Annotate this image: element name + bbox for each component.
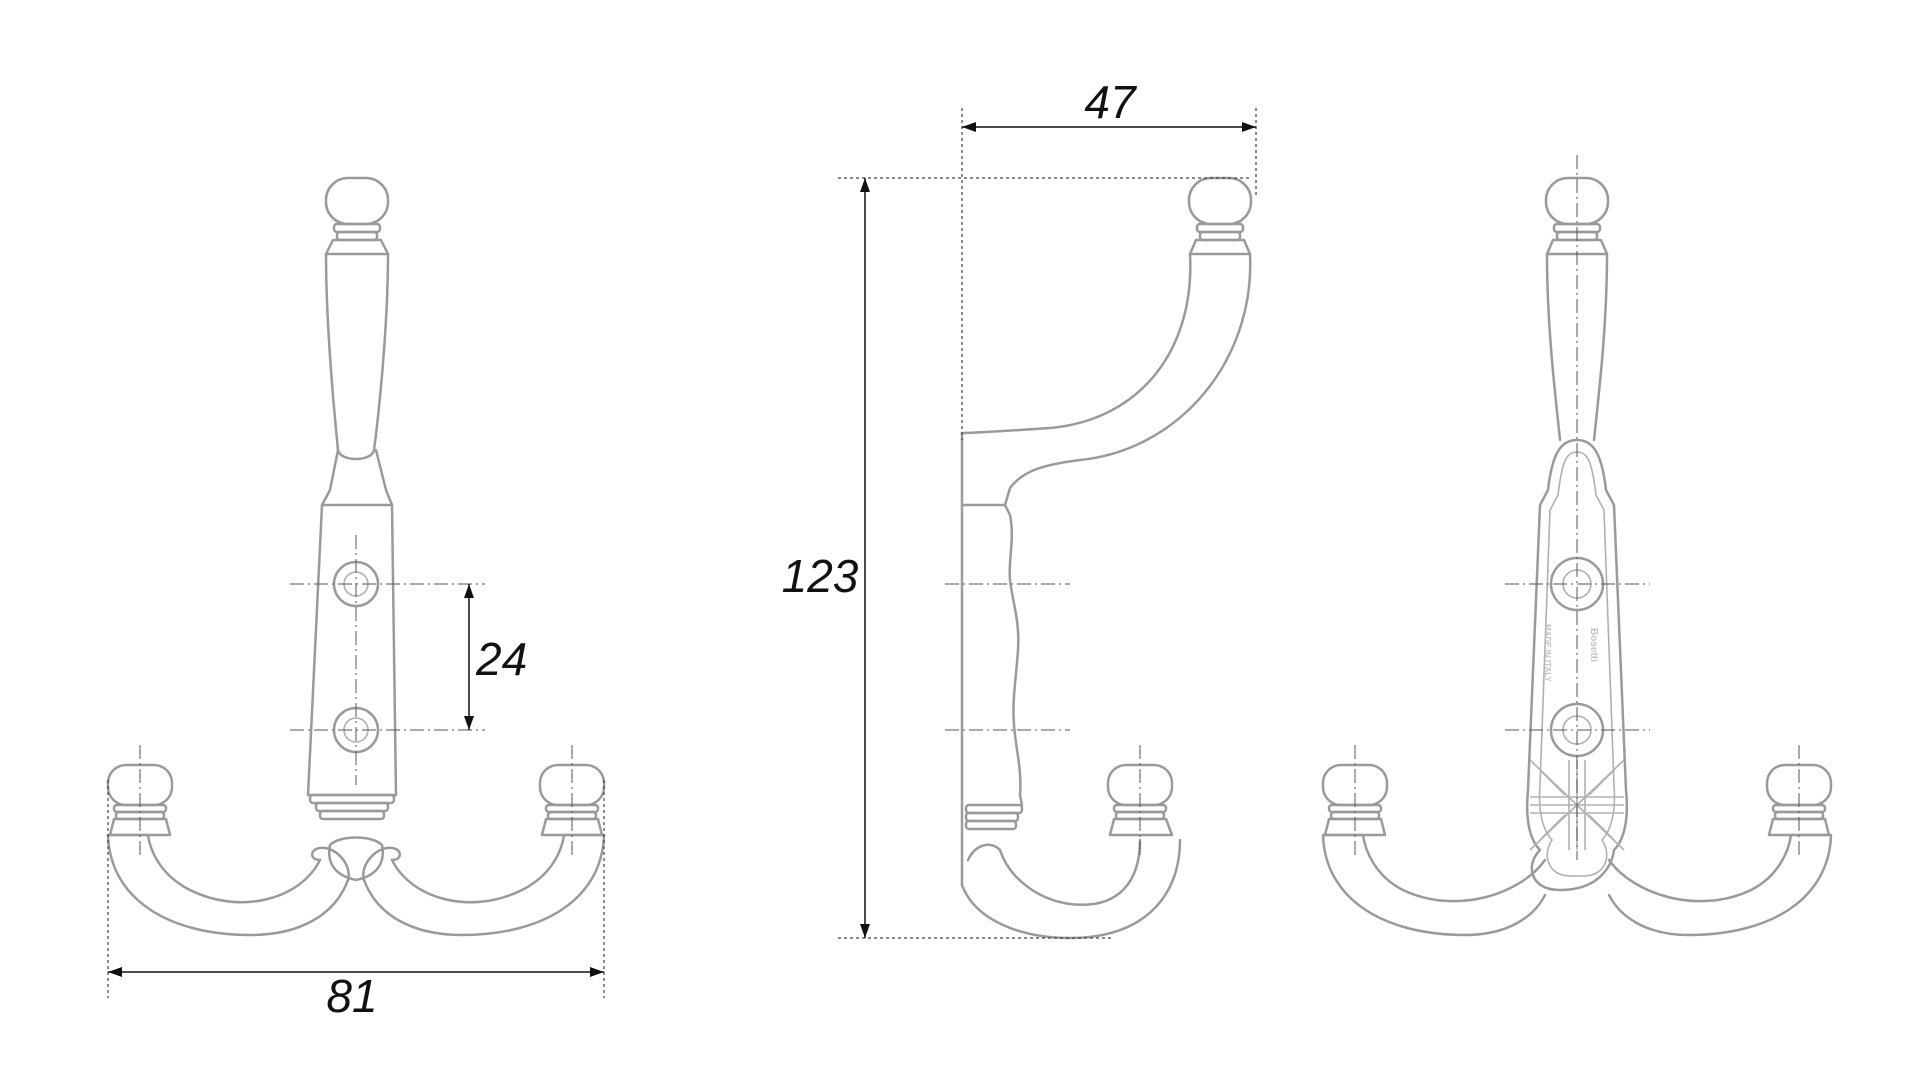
- side-view: [945, 176, 1253, 940]
- width-label: 81: [326, 970, 377, 1022]
- dimension-projection-depth: 47: [961, 76, 1257, 440]
- brand-marking: Bosetti: [1588, 628, 1599, 662]
- front-view: [106, 176, 606, 937]
- dimension-overall-height: 123: [782, 177, 1250, 939]
- dimension-overall-width: 81: [107, 780, 605, 1022]
- dimension-hole-spacing: 24: [464, 584, 527, 730]
- back-view: Bosetti MADE IN ITALY: [1321, 155, 1833, 937]
- depth-label: 47: [1084, 76, 1137, 128]
- hole-spacing-label: 24: [475, 633, 527, 685]
- height-label: 123: [782, 550, 859, 602]
- origin-marking: MADE IN ITALY: [1543, 624, 1552, 682]
